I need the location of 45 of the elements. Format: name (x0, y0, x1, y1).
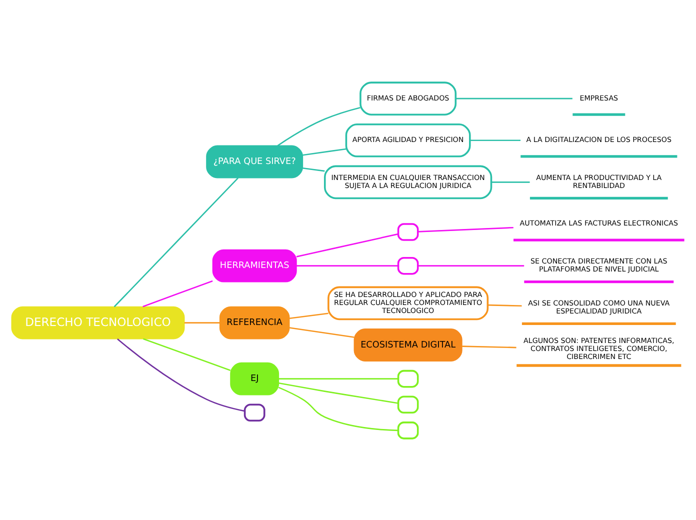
connector (289, 326, 354, 338)
connector (456, 97, 572, 99)
node-box: ECOSISTEMA DIGITAL (354, 328, 462, 361)
node-box: ¿PARA QUE SIRVE? (206, 144, 304, 178)
node-box: DERECHO TECNOLOGICO (11, 306, 185, 339)
connector (296, 264, 398, 266)
node-text: AUMENTA LA PRODUCTIVIDAD Y LA RENTABILIDAD (536, 172, 662, 190)
node-text: ASI SE CONSOLIDAD COMO UNA NUEVA ESPECIALIDAD JURIDICA (528, 298, 670, 315)
connector (302, 148, 346, 156)
node-box: SE HA DESARROLLADO Y APLICADO PARA REGULAR CUALQUIER COMPROTAMIENTO TECNOLOGICO (328, 286, 489, 320)
connector (114, 176, 239, 307)
connector (462, 345, 516, 348)
connector (289, 312, 328, 319)
node-box: INTERMEDIA EN CUALQUIER TRANSACCION SUJETA A LA REGULACION JURIDICA (324, 164, 492, 199)
node-box: REFERENCIA (219, 306, 290, 339)
connector (278, 378, 398, 379)
connector (278, 386, 398, 431)
node-text: A LA DIGITALIZACION DE LOS PROCESOS (526, 134, 672, 144)
node-box (397, 395, 419, 414)
node-box: APORTA AGILIDAD Y PRESICION (345, 122, 471, 157)
node-box: FIRMAS DE ABOGADOS (360, 81, 457, 115)
connector (491, 181, 530, 182)
connector (488, 304, 522, 306)
connector (277, 106, 360, 146)
node-box (397, 222, 419, 240)
node-text: EMPRESAS (580, 92, 618, 102)
node-box (397, 256, 419, 274)
node-text: ALGUNOS SON: PATENTES INFORMATICAS, CONTRATOS INTELIGETES, COMERCIO, CIBERCRIMEN ETC (524, 336, 674, 361)
connector (418, 264, 524, 266)
connector (470, 139, 520, 141)
node-text: AUTOMATIZA LAS FACTURAS ELECTRONICAS (520, 218, 678, 228)
node-box (397, 421, 419, 439)
node-box (244, 403, 266, 422)
node-box: HERRAMIENTAS (212, 248, 297, 282)
connector (184, 322, 220, 323)
connector (117, 338, 245, 412)
connector (296, 232, 398, 257)
node-box (397, 369, 419, 388)
node-text: SE CONECTA DIRECTAMENTE CON LAS PLATAFORMAS DE NIVEL JUDICIAL (530, 256, 668, 274)
connector (278, 382, 398, 404)
connector (418, 226, 514, 232)
connector (142, 280, 213, 307)
connector (143, 338, 231, 371)
connector (302, 166, 325, 172)
node-box: EJ (230, 362, 280, 395)
